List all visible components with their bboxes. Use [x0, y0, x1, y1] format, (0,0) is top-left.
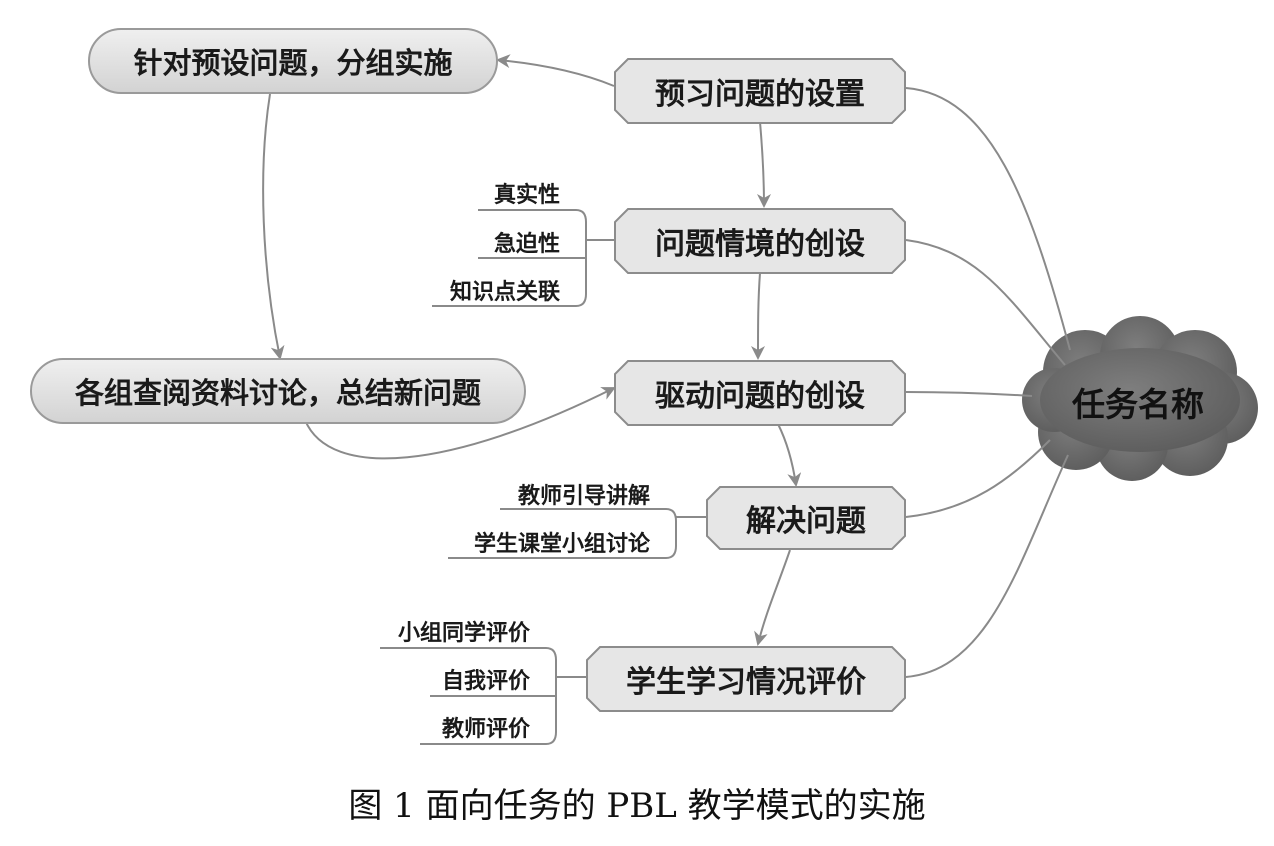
- leaf-peer-evaluation: 小组同学评价: [397, 621, 530, 646]
- central-topic-label: 任务名称: [1072, 385, 1204, 424]
- link-n4-cloud: [905, 439, 1051, 518]
- leaf-student-group-discussion: 学生课堂小组讨论: [473, 532, 650, 557]
- side-node-label: 各组查阅资料讨论，总结新问题: [74, 376, 481, 410]
- arrow-s2-n3: [304, 387, 616, 460]
- cloud-shape: [1022, 316, 1258, 481]
- arrow-n4-n5: [754, 549, 791, 646]
- main-node-student-evaluation: 学生学习情况评价: [586, 646, 906, 712]
- leaf-authenticity: 真实性: [493, 183, 560, 208]
- leaf-teacher-evaluation: 教师评价: [441, 717, 530, 742]
- figure-caption: 图 1 面向任务的 PBL 教学模式的实施: [348, 786, 926, 826]
- link-n2-cloud: [905, 239, 1066, 366]
- arrow-n2-n3: [751, 272, 766, 360]
- leaf-self-evaluation: 自我评价: [441, 669, 530, 694]
- bracket-n5: [380, 647, 586, 745]
- link-n1-cloud: [905, 87, 1071, 351]
- main-node-label: 解决问题: [746, 504, 866, 539]
- leaf-knowledge-link: 知识点关联: [449, 280, 560, 305]
- arrow-n1-n2: [756, 121, 771, 208]
- leaf-teacher-guidance: 教师引导讲解: [517, 484, 650, 509]
- main-node-label: 驱动问题的创设: [655, 379, 865, 414]
- side-node-label: 针对预设问题，分组实施: [133, 46, 453, 80]
- main-node-label: 问题情境的创设: [655, 227, 865, 262]
- main-node-label: 学生学习情况评价: [626, 665, 866, 700]
- link-n3-cloud: [905, 391, 1033, 397]
- link-n5-cloud: [905, 454, 1069, 678]
- main-node-scenario-creation: 问题情境的创设: [614, 208, 906, 274]
- arrow-n1-s1: [496, 54, 615, 87]
- arrow-n3-n4: [777, 423, 802, 487]
- leaf-urgency: 急迫性: [493, 232, 560, 257]
- main-node-preview-setup: 预习问题的设置: [614, 58, 906, 124]
- main-node-label: 预习问题的设置: [655, 77, 865, 112]
- main-node-solve-problem: 解决问题: [706, 486, 906, 550]
- bracket-n2: [432, 209, 614, 307]
- arrow-s1-s2: [262, 93, 285, 360]
- side-node-group-discussion: 各组查阅资料讨论，总结新问题: [30, 358, 526, 424]
- bracket-n4: [448, 508, 706, 559]
- main-node-driving-question: 驱动问题的创设: [614, 360, 906, 426]
- side-node-group-implementation: 针对预设问题，分组实施: [88, 28, 498, 94]
